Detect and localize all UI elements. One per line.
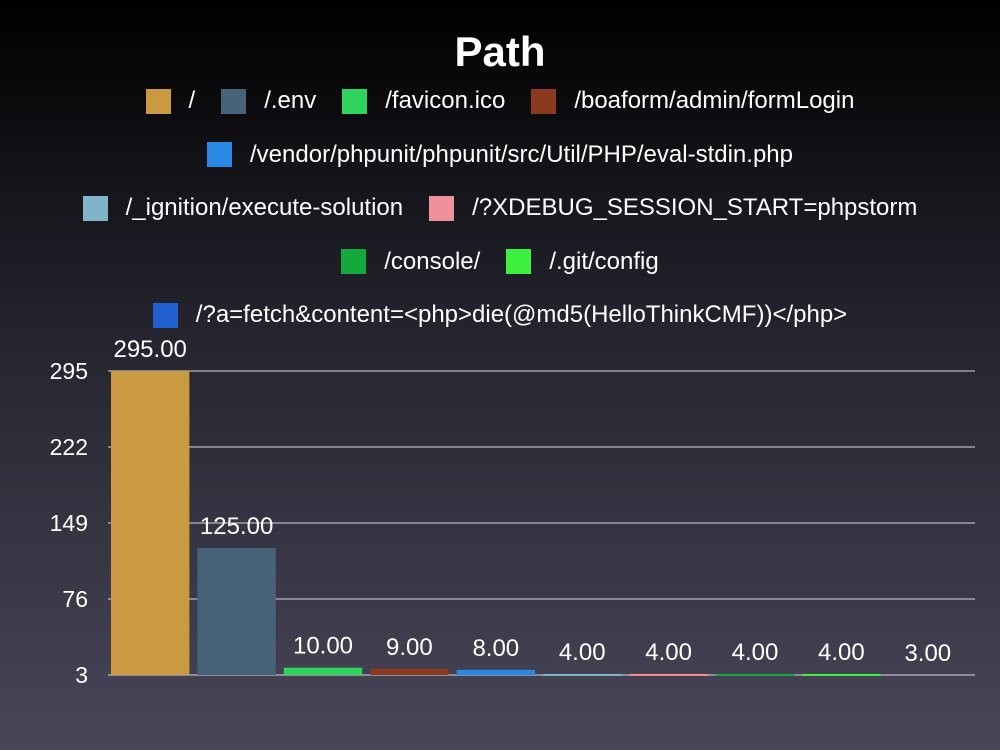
bar-value-label: 10.00 <box>293 633 353 660</box>
y-tick-label: 3 <box>75 662 88 688</box>
bar-value-label: 4.00 <box>818 639 865 666</box>
legend-label: /console/ <box>384 247 481 275</box>
legend-label: /?a=fetch&content=<php>die(@md5(HelloThi… <box>195 301 848 328</box>
bar[interactable] <box>715 673 795 676</box>
bar[interactable] <box>370 668 449 675</box>
legend-swatch <box>429 195 455 221</box>
bar-value-label: 8.00 <box>472 635 519 662</box>
legend-label: / <box>188 87 196 114</box>
bar[interactable] <box>802 673 881 676</box>
y-tick-label: 222 <box>50 434 88 460</box>
legend-item[interactable]: /.git/config <box>506 247 659 276</box>
legend-item[interactable]: /_ignition/execute-solution <box>82 194 404 222</box>
legend-swatch <box>82 195 108 221</box>
legend-label: /.git/config <box>549 247 659 275</box>
legend-item[interactable]: /console/ <box>341 248 480 276</box>
y-tick-label: 76 <box>62 586 88 612</box>
legend-label: /.env <box>264 87 317 114</box>
legend-swatch <box>342 88 368 114</box>
bar-value-label: 4.00 <box>645 639 692 666</box>
bar-value-label: 9.00 <box>386 634 433 661</box>
bar-value-label: 295.00 <box>113 336 186 363</box>
legend-row: /console/ /.git/config <box>0 245 1000 279</box>
legend-item[interactable]: / <box>145 87 196 115</box>
y-tick-label: 149 <box>50 510 88 536</box>
bar[interactable] <box>629 673 708 676</box>
bar[interactable] <box>111 371 190 675</box>
legend-row: /_ignition/execute-solution /?XDEBUG_SESS… <box>0 191 1000 225</box>
legend-swatch <box>145 88 171 114</box>
legend-swatch <box>152 302 178 328</box>
bar-value-label: 4.00 <box>559 639 606 666</box>
legend-label: /vendor/phpunit/phpunit/src/Util/PHP/eva… <box>250 140 793 168</box>
legend-swatch <box>221 88 247 114</box>
legend-row: /?a=fetch&content=<php>die(@md5(HelloThi… <box>0 298 1000 332</box>
legend-item[interactable]: /.env <box>221 87 316 115</box>
legend-label: /boaform/admin/formLogin <box>574 87 855 114</box>
legend-label: /?XDEBUG_SESSION_START=phpstorm <box>472 194 918 221</box>
legend-label: /_ignition/execute-solution <box>125 194 404 221</box>
legend-swatch <box>207 142 233 167</box>
legend-swatch <box>506 249 532 274</box>
legend-row: /vendor/phpunit/phpunit/src/Util/PHP/eva… <box>0 138 1000 172</box>
chart-title: Path <box>454 28 546 75</box>
bar-value-label: 4.00 <box>732 639 779 666</box>
bar-value-label: 125.00 <box>200 513 273 540</box>
bar-value-label: 3.00 <box>904 640 951 667</box>
legend-item[interactable]: /?XDEBUG_SESSION_START=phpstorm <box>429 194 917 222</box>
legend-item[interactable]: /favicon.ico <box>342 87 505 115</box>
legend-swatch <box>531 88 557 114</box>
bar[interactable] <box>283 667 363 675</box>
legend-item[interactable]: /?a=fetch&content=<php>die(@md5(HelloThi… <box>152 301 848 329</box>
legend-label: /favicon.ico <box>385 87 506 114</box>
legend-swatch <box>341 249 367 274</box>
legend-row: / /.env/favicon.ico/boaform/admin/formLog… <box>0 84 1000 118</box>
bar[interactable] <box>456 669 535 675</box>
bar[interactable] <box>197 547 276 675</box>
legend-item[interactable]: /vendor/phpunit/phpunit/src/Util/PHP/eva… <box>207 141 793 169</box>
y-tick-label: 295 <box>50 358 88 384</box>
bar[interactable] <box>543 673 622 676</box>
legend-item[interactable]: /boaform/admin/formLogin <box>531 87 854 115</box>
